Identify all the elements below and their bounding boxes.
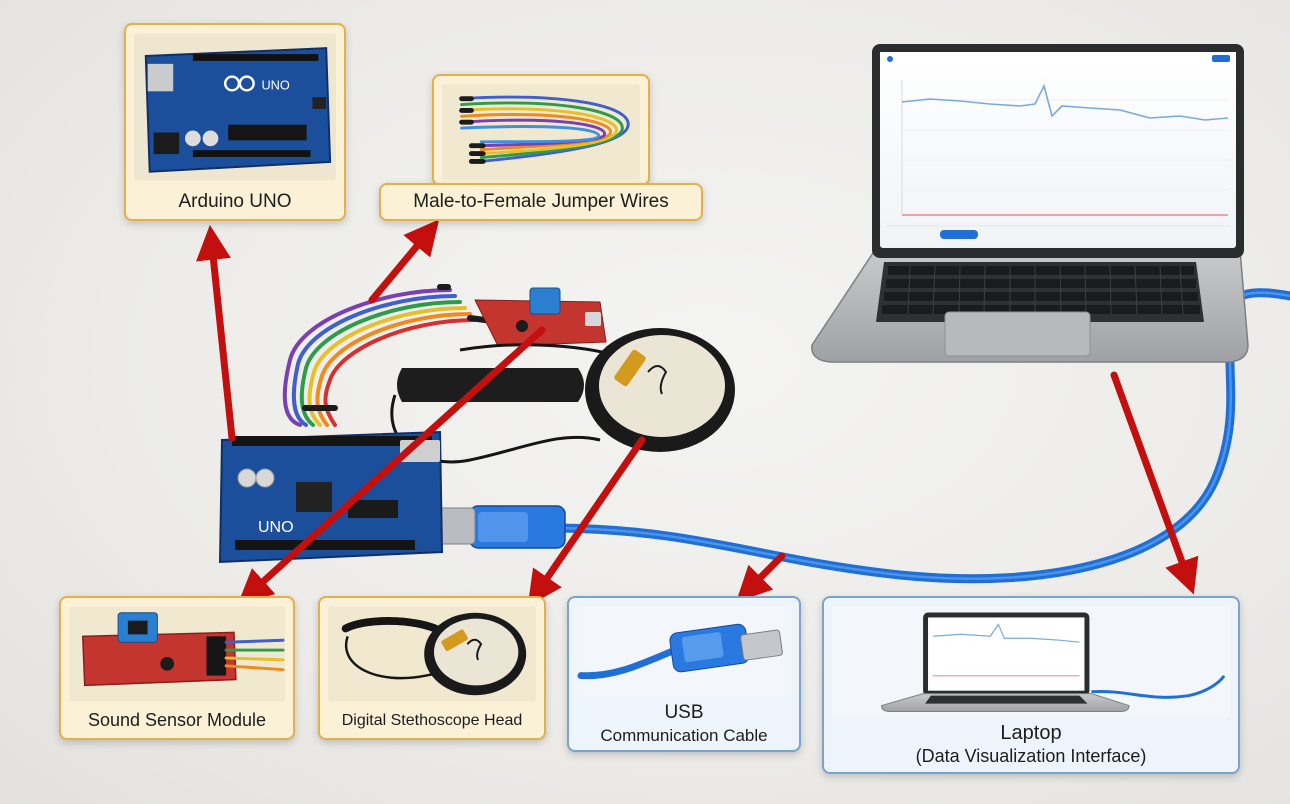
stethoscope-label: Digital Stethoscope Head	[341, 712, 523, 729]
callout-uno-text: UNO	[261, 77, 289, 92]
laptop-callout: Laptop (Data Visualization Interface)	[822, 596, 1240, 774]
laptop-subtitle: (Data Visualization Interface)	[915, 746, 1147, 766]
stethoscope-callout: Digital Stethoscope Head	[318, 596, 546, 740]
jumper-wires-scene	[282, 284, 503, 427]
jumper-wires-label: Male-to-Female Jumper Wires	[379, 183, 703, 221]
arrow-to-arduino	[196, 224, 236, 442]
connector-arrows	[196, 219, 1199, 607]
usb-cable-callout: USB Communication Cable	[567, 596, 801, 752]
arduino-uno-label: Arduino UNO	[178, 191, 292, 212]
arrow-to-stethoscope	[527, 436, 646, 607]
laptop-title: Laptop	[1000, 722, 1062, 744]
jumper-wires-callout	[432, 74, 650, 186]
sound-sensor-scene	[474, 287, 607, 347]
usb-cable-image	[577, 606, 791, 696]
arduino-uno-callout: UNO Arduino UNO	[124, 23, 346, 221]
arrow-to-sound-sensor	[237, 326, 546, 605]
sound-sensor-image	[69, 606, 285, 702]
jumper-wires-image	[442, 84, 640, 180]
laptop-scene	[811, 44, 1249, 363]
laptop-image	[832, 606, 1230, 718]
sound-sensor-callout: Sound Sensor Module	[59, 596, 295, 740]
stethoscope-scene	[390, 328, 735, 464]
usb-cable-subtitle: Communication Cable	[600, 726, 768, 745]
sound-sensor-label: Sound Sensor Module	[87, 710, 267, 730]
arrow-to-jumper-wires	[368, 219, 440, 304]
board-uno-text: UNO	[258, 519, 294, 536]
stethoscope-image	[328, 606, 536, 702]
arrow-to-usb-cable	[736, 552, 786, 602]
arrow-to-laptop	[1110, 371, 1199, 595]
arduino-board-scene: UNO	[218, 430, 444, 564]
usb-cable-title: USB	[664, 702, 704, 723]
arduino-uno-image: UNO	[134, 33, 336, 181]
